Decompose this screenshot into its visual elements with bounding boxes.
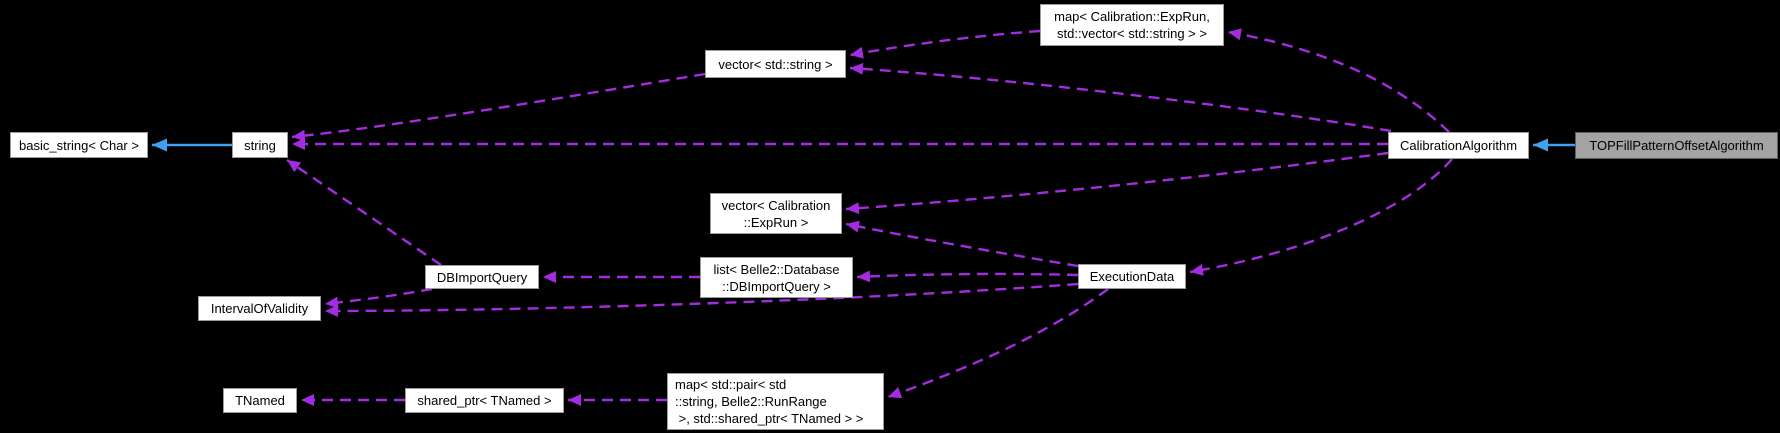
node-vector-calibration-exprun[interactable]: vector< Calibration::ExpRun > [710, 193, 842, 234]
node-label-line: vector< Calibration [721, 197, 831, 213]
node-label-line: list< Belle2::Database [713, 261, 840, 277]
edge-vector-std-string-to-string [291, 72, 706, 142]
edge-group [152, 28, 1575, 406]
edge-calibration-algorithm-to-map-calibration-exprun-vector-string [1227, 28, 1450, 133]
edge-execution-data-to-vector-calibration-exprun [845, 220, 1079, 268]
node-label-line: ExecutionData [1089, 269, 1175, 284]
node-label-line: basic_string< Char > [19, 137, 139, 153]
node-label-line: TOPFillPatternOffsetAlgorithm [1589, 138, 1764, 153]
edge-map-calibration-exprun-vector-string-to-vector-std-string [849, 29, 1041, 59]
node-string[interactable]: string [232, 132, 288, 158]
node-vector-std-string[interactable]: vector< std::string > [705, 50, 846, 78]
node-label-line: >, std::shared_ptr< TNamed > > [675, 411, 864, 426]
edge-calibration-algorithm-to-execution-data [1189, 158, 1453, 276]
node-label-line: map< std::pair< std [675, 377, 787, 392]
node-execution-data[interactable]: ExecutionData [1078, 264, 1186, 289]
node-basic-string-char[interactable]: basic_string< Char > [10, 132, 148, 158]
node-interval-of-validity[interactable]: IntervalOfValidity [198, 296, 321, 321]
node-label-line: TNamed [235, 393, 285, 408]
edge-calibration-algorithm-to-vector-calibration-exprun [845, 151, 1389, 215]
node-label-line: ::ExpRun > [743, 214, 809, 230]
node-label-line: CalibrationAlgorithm [1399, 138, 1518, 153]
node-label-line: vector< std::string > [718, 56, 833, 72]
node-label-line: std::vector< std::string > > [1057, 26, 1207, 41]
node-tnamed[interactable]: TNamed [223, 388, 297, 413]
node-label-line: DBImportQuery [436, 269, 528, 285]
edge-calibration-algorithm-to-vector-std-string [849, 62, 1392, 133]
edge-execution-data-to-map-pair-string-runrange-shared-ptr-tnamed [887, 288, 1109, 399]
node-label-line: string [244, 137, 276, 153]
node-label-line: ::string, Belle2::RunRange [675, 394, 827, 409]
node-shared-ptr-tnamed[interactable]: shared_ptr< TNamed > [405, 388, 564, 413]
edge-db-import-query-to-string [286, 159, 442, 266]
node-label-line: shared_ptr< TNamed > [417, 393, 552, 408]
node-list-belle2-database-db-import-query[interactable]: list< Belle2::Database::DBImportQuery > [700, 257, 853, 298]
node-map-pair-string-runrange-shared-ptr-tnamed[interactable]: map< std::pair< std::string, Belle2::Run… [667, 373, 884, 430]
edge-execution-data-to-list-belle2-database-db-import-query [856, 270, 1079, 283]
node-label-line: IntervalOfValidity [210, 301, 309, 316]
node-calibration-algorithm[interactable]: CalibrationAlgorithm [1388, 132, 1529, 159]
edge-execution-data-to-interval-of-validity [324, 282, 1079, 317]
node-map-calibration-exprun-vector-string[interactable]: map< Calibration::ExpRun,std::vector< st… [1040, 4, 1224, 46]
node-top-fill-pattern-offset-algorithm: TOPFillPatternOffsetAlgorithm [1575, 132, 1778, 159]
node-label-line: map< Calibration::ExpRun, [1054, 9, 1210, 24]
node-label-line: ::DBImportQuery > [722, 278, 831, 294]
edge-db-import-query-to-interval-of-validity [324, 287, 433, 309]
node-db-import-query[interactable]: DBImportQuery [425, 265, 539, 289]
